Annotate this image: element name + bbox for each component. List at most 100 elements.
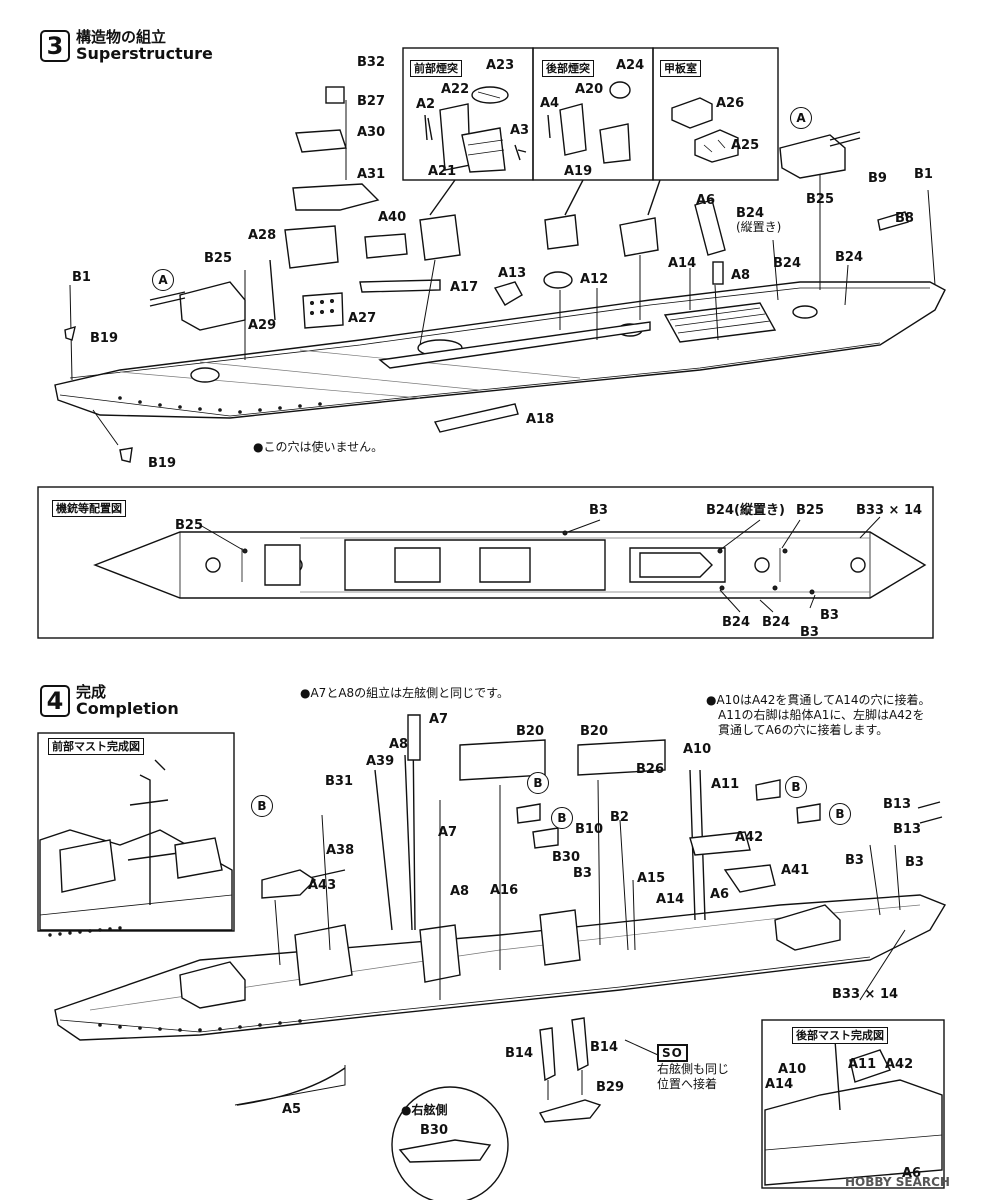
a10-note-line-2: A11の右脚は船体A1に、左脚はA42を bbox=[718, 708, 925, 722]
part-B1-b: B1 bbox=[914, 167, 933, 182]
part-B9: B9 bbox=[868, 171, 887, 186]
part-A22: A22 bbox=[441, 82, 470, 97]
part-A25: A25 bbox=[731, 138, 760, 153]
part-A14: A14 bbox=[668, 256, 697, 271]
gun-layout-title: 機銃等配置図 bbox=[52, 500, 126, 517]
rear-inset-A11: A11 bbox=[848, 1057, 877, 1072]
s4-part-A14: A14 bbox=[656, 892, 685, 907]
s4-part-A41: A41 bbox=[781, 863, 810, 878]
s4-part-B30-a: B30 bbox=[552, 850, 580, 865]
deckhouse-inset bbox=[652, 47, 779, 181]
layout-B33-count: B33 × 14 bbox=[856, 503, 923, 518]
vertical-placement-note: (縦置き) bbox=[736, 220, 782, 234]
so-badge: SO bbox=[657, 1044, 688, 1062]
deckhouse-label: 甲板室 bbox=[660, 60, 701, 77]
part-A3: A3 bbox=[510, 123, 530, 138]
s4-part-B14-a: B14 bbox=[505, 1046, 533, 1061]
so-note-line-1: 右舷側も同じ bbox=[657, 1062, 730, 1076]
step-4-title-jp: 完成 bbox=[76, 683, 107, 701]
layout-B24-a: B24 bbox=[722, 615, 750, 630]
s4-part-A11: A11 bbox=[711, 777, 740, 792]
reference-circle-a-fore: A bbox=[152, 269, 174, 291]
s4-part-A43: A43 bbox=[308, 878, 337, 893]
part-A6: A6 bbox=[696, 193, 716, 208]
s4-part-A7-a: A7 bbox=[429, 712, 449, 727]
rear-inset-A10: A10 bbox=[778, 1062, 807, 1077]
front-funnel-label: 前部煙突 bbox=[410, 60, 462, 77]
part-A27: A27 bbox=[348, 311, 377, 326]
s4-part-A42: A42 bbox=[735, 830, 764, 845]
gun-layout-frame bbox=[37, 486, 934, 639]
starboard-label: ●右舷側 bbox=[401, 1103, 448, 1117]
s4-part-B13-a: B13 bbox=[883, 797, 911, 812]
s4-part-A16: A16 bbox=[490, 883, 519, 898]
s4-part-B20-b: B20 bbox=[580, 724, 608, 739]
s4-part-A8-a: A8 bbox=[389, 737, 409, 752]
reference-circle-a-aft: A bbox=[790, 107, 812, 129]
part-A17: A17 bbox=[450, 280, 479, 295]
step-4-title-en: Completion bbox=[76, 699, 179, 718]
layout-B25-b: B25 bbox=[796, 503, 824, 518]
layout-B25-a: B25 bbox=[175, 518, 203, 533]
unused-hole-note: ●この穴は使いません。 bbox=[253, 440, 384, 454]
layout-B3-a: B3 bbox=[589, 503, 608, 518]
layout-B3-c: B3 bbox=[820, 608, 839, 623]
part-A40: A40 bbox=[378, 210, 407, 225]
part-B32: B32 bbox=[357, 55, 385, 70]
s4-part-B10: B10 bbox=[575, 822, 603, 837]
part-B19-b: B19 bbox=[148, 456, 176, 471]
s4-part-B2: B2 bbox=[610, 810, 629, 825]
part-B24-b: B24 bbox=[773, 256, 801, 271]
rear-mast-inset-frame bbox=[761, 1019, 945, 1189]
part-A23: A23 bbox=[486, 58, 515, 73]
s4-part-B3-b: B3 bbox=[845, 853, 864, 868]
part-A24: A24 bbox=[616, 58, 645, 73]
s4-part-B20-a: B20 bbox=[516, 724, 544, 739]
layout-B3-b: B3 bbox=[800, 625, 819, 640]
part-A2: A2 bbox=[416, 97, 436, 112]
s4-part-A10: A10 bbox=[683, 742, 712, 757]
part-B25-a: B25 bbox=[204, 251, 232, 266]
a10-note-line-3: 貫通してA6の穴に接着します。 bbox=[718, 723, 889, 737]
s4-part-A39: A39 bbox=[366, 754, 395, 769]
layout-B24-b: B24 bbox=[762, 615, 790, 630]
s4-part-B30-b: B30 bbox=[420, 1123, 448, 1138]
part-A12: A12 bbox=[580, 272, 609, 287]
rear-funnel-label: 後部煙突 bbox=[542, 60, 594, 77]
s4-part-B26: B26 bbox=[636, 762, 664, 777]
s4-part-A15: A15 bbox=[637, 871, 666, 886]
s4-part-B13-b: B13 bbox=[893, 822, 921, 837]
part-A19: A19 bbox=[564, 164, 593, 179]
part-B24-c: B24 bbox=[835, 250, 863, 265]
s4-part-B3-a: B3 bbox=[573, 866, 592, 881]
part-A21: A21 bbox=[428, 164, 457, 179]
part-B19-a: B19 bbox=[90, 331, 118, 346]
part-A4: A4 bbox=[540, 96, 560, 111]
part-A29: A29 bbox=[248, 318, 277, 333]
front-mast-inset-title: 前部マスト完成図 bbox=[48, 738, 144, 755]
rear-mast-inset-title: 後部マスト完成図 bbox=[792, 1027, 888, 1044]
s4-part-A5: A5 bbox=[282, 1102, 302, 1117]
part-A13: A13 bbox=[498, 266, 527, 281]
reference-circle-b-1: B bbox=[251, 795, 273, 817]
s4-part-A7-b: A7 bbox=[438, 825, 458, 840]
step-3-number: 3 bbox=[40, 30, 70, 62]
reference-circle-b-5: B bbox=[829, 803, 851, 825]
so-note-line-2: 位置へ接着 bbox=[657, 1077, 718, 1091]
part-B24-a: B24 bbox=[736, 206, 764, 221]
a7-a8-note: ●A7とA8の組立は左舷側と同じです。 bbox=[300, 686, 509, 700]
reference-circle-b-2: B bbox=[527, 772, 549, 794]
reference-circle-b-4: B bbox=[785, 776, 807, 798]
step-3-title-en: Superstructure bbox=[76, 44, 213, 63]
rear-inset-A14: A14 bbox=[765, 1077, 794, 1092]
s4-part-B31: B31 bbox=[325, 774, 353, 789]
starboard-callout-circle bbox=[391, 1086, 509, 1200]
part-B27: B27 bbox=[357, 94, 385, 109]
front-mast-inset-frame bbox=[37, 732, 235, 932]
part-A20: A20 bbox=[575, 82, 604, 97]
s4-part-A38: A38 bbox=[326, 843, 355, 858]
part-A26: A26 bbox=[716, 96, 745, 111]
step-3-title-jp: 構造物の組立 bbox=[76, 28, 167, 46]
part-B1-a: B1 bbox=[72, 270, 91, 285]
